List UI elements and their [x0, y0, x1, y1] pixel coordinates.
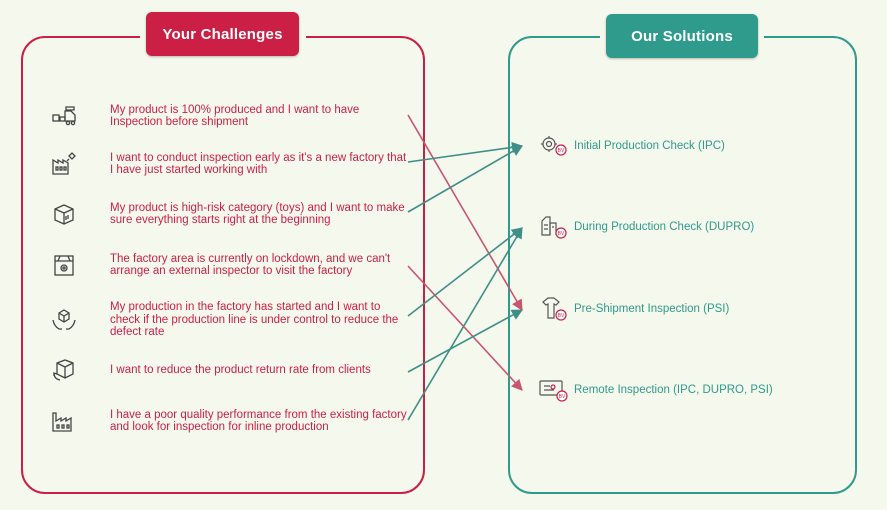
connection-arrow-4: [407, 265, 523, 391]
svg-text:BV: BV: [559, 394, 566, 400]
factory-icon: [50, 407, 78, 435]
connection-arrow-2: [407, 141, 524, 163]
solution-dupro: BV During Production Check (DUPRO): [538, 213, 754, 241]
challenge-item-1: My product is 100% produced and I want t…: [50, 99, 410, 133]
challenges-title: Your Challenges: [146, 12, 299, 56]
shirt-bv-icon: BV: [538, 295, 570, 323]
challenge-item-4: The factory area is currently on lockdow…: [50, 248, 410, 282]
solution-psi: BV Pre-Shipment Inspection (PSI): [538, 295, 729, 323]
connection-arrow-1: [407, 114, 523, 311]
connection-arrow-7: [407, 227, 523, 421]
remote-bv-icon: BV: [538, 376, 570, 404]
production-bv-icon: BV: [538, 213, 570, 241]
lockdown-box-icon: [50, 251, 78, 279]
challenge-item-5: My production in the factory has started…: [50, 301, 410, 339]
challenge-item-3: My product is high-risk category (toys) …: [50, 197, 410, 231]
new-factory-icon: [50, 150, 78, 178]
return-box-icon: [50, 356, 78, 384]
solutions-title: Our Solutions: [606, 14, 758, 58]
truck-loading-icon: [50, 102, 78, 130]
solution-ipc: BV Initial Production Check (IPC): [538, 132, 725, 160]
challenge-text: The factory area is currently on lockdow…: [110, 252, 391, 278]
challenge-text: My product is 100% produced and I want t…: [110, 103, 360, 129]
challenge-text: I have a poor quality performance from t…: [110, 408, 407, 434]
challenge-text: My production in the factory has started…: [110, 301, 399, 339]
connection-arrow-6: [407, 309, 523, 373]
solution-text: During Production Check (DUPRO): [574, 221, 755, 233]
solution-text: Remote Inspection (IPC, DUPRO, PSI): [574, 384, 773, 396]
hands-box-icon: [50, 306, 78, 334]
connection-arrow-5: [407, 227, 523, 317]
challenge-item-6: I want to reduce the product return rate…: [50, 353, 410, 387]
challenge-item-2: I want to conduct inspection early as it…: [50, 147, 410, 181]
solution-remote: BV Remote Inspection (IPC, DUPRO, PSI): [538, 376, 773, 404]
challenge-item-7: I have a poor quality performance from t…: [50, 404, 410, 438]
solution-text: Initial Production Check (IPC): [574, 140, 725, 152]
toy-box-icon: [50, 200, 78, 228]
svg-text:BV: BV: [558, 231, 565, 237]
challenge-text: I want to reduce the product return rate…: [110, 363, 371, 376]
svg-text:BV: BV: [558, 313, 565, 319]
gear-bv-icon: BV: [538, 132, 570, 160]
svg-text:BV: BV: [558, 148, 565, 154]
challenge-text: My product is high-risk category (toys) …: [110, 201, 405, 227]
challenge-text: I want to conduct inspection early as it…: [110, 151, 407, 177]
solution-text: Pre-Shipment Inspection (PSI): [574, 303, 730, 315]
connection-arrow-3: [407, 145, 523, 213]
